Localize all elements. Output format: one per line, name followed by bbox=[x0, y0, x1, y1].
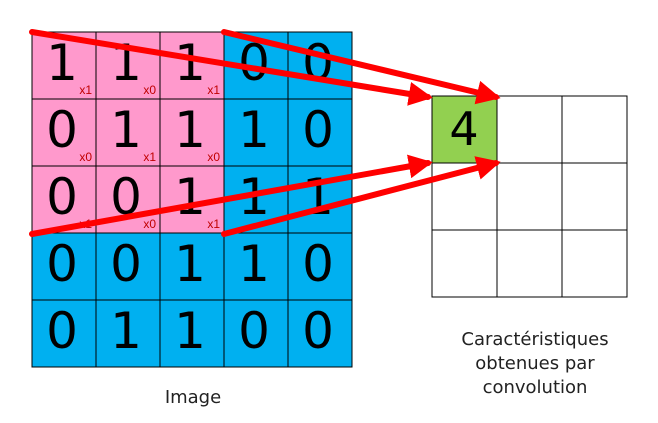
image-cell-value: 1 bbox=[174, 101, 206, 159]
kernel-cell bbox=[95, 98, 161, 167]
feature-caption-line: obtenues par bbox=[475, 353, 595, 374]
feature-cell bbox=[496, 229, 563, 298]
image-cell-value: 1 bbox=[174, 302, 206, 360]
kernel-weight-label: x1 bbox=[143, 150, 156, 164]
input-image-grid: 1x11x01x1000x01x11x0100x10x01x1110011001… bbox=[31, 31, 353, 368]
kernel-weight-label: x1 bbox=[207, 217, 220, 231]
image-cell-value: 0 bbox=[46, 168, 78, 226]
image-cell-value: 0 bbox=[238, 302, 270, 360]
image-cell-value: 0 bbox=[46, 101, 78, 159]
image-cell-value: 1 bbox=[174, 235, 206, 293]
image-caption: Image bbox=[164, 387, 222, 408]
arrow-line bbox=[29, 29, 433, 106]
image-cell bbox=[223, 299, 289, 368]
feature-cell-value: 4 bbox=[449, 102, 478, 156]
arrow-line bbox=[29, 154, 433, 237]
image-cell-value: 1 bbox=[46, 34, 78, 92]
image-cell-value: 0 bbox=[302, 101, 334, 159]
image-cell-value: 0 bbox=[302, 235, 334, 293]
image-cell bbox=[159, 232, 225, 301]
kernel-weight-label: x0 bbox=[79, 150, 92, 164]
kernel-weight-label: x0 bbox=[207, 150, 220, 164]
feature-caption-line: Caractéristiques bbox=[461, 329, 609, 350]
image-cell-value: 0 bbox=[302, 302, 334, 360]
kernel-cell bbox=[159, 31, 225, 100]
image-cell bbox=[287, 98, 353, 167]
image-cell bbox=[223, 232, 289, 301]
image-cell bbox=[95, 299, 161, 368]
kernel-weight-label: x1 bbox=[207, 83, 220, 97]
feature-cell bbox=[561, 229, 628, 298]
image-cell bbox=[159, 299, 225, 368]
feature-cell bbox=[431, 229, 498, 298]
feature-cell bbox=[496, 95, 563, 164]
feature-map-caption: Caractéristiques obtenues par convolutio… bbox=[440, 328, 630, 400]
image-cell-value: 1 bbox=[174, 34, 206, 92]
image-cell bbox=[95, 232, 161, 301]
kernel-weight-label: x1 bbox=[79, 83, 92, 97]
image-cell-value: 1 bbox=[238, 101, 270, 159]
image-cell-value: 1 bbox=[238, 235, 270, 293]
image-cell-value: 1 bbox=[174, 168, 206, 226]
arrow-line bbox=[221, 156, 501, 237]
image-cell-value: 1 bbox=[110, 302, 142, 360]
image-cell-value: 0 bbox=[46, 235, 78, 293]
kernel-weight-label: x0 bbox=[143, 217, 156, 231]
kernel-weight-label: x0 bbox=[143, 83, 156, 97]
image-cell bbox=[287, 299, 353, 368]
image-cell-value: 0 bbox=[110, 235, 142, 293]
image-cell bbox=[223, 98, 289, 167]
feature-cell bbox=[561, 95, 628, 164]
image-cell-value: 0 bbox=[46, 302, 78, 360]
feature-cell bbox=[496, 162, 563, 231]
feature-caption-line: convolution bbox=[482, 377, 588, 398]
feature-cell bbox=[561, 162, 628, 231]
image-cell-value: 1 bbox=[302, 168, 334, 226]
kernel-cell bbox=[159, 98, 225, 167]
arrows bbox=[29, 29, 501, 237]
image-cell-value: 1 bbox=[110, 101, 142, 159]
feature-map-grid: 4 bbox=[431, 95, 628, 298]
arrow-line bbox=[221, 29, 501, 105]
